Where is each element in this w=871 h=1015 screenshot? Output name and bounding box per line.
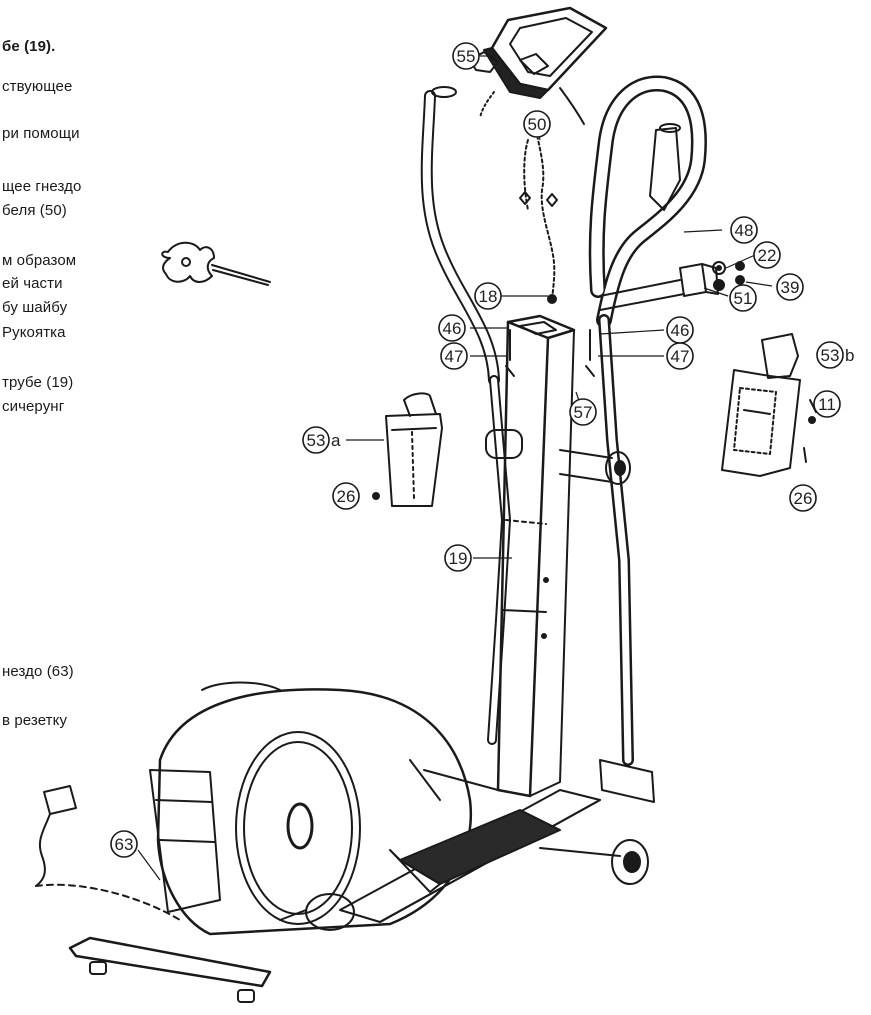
callout-circle <box>730 216 758 244</box>
callout-label: 63 <box>115 835 134 854</box>
callout-circle <box>302 426 330 454</box>
callout-53b: 53 b <box>816 341 854 369</box>
callout-label: 26 <box>337 487 356 506</box>
power-adapter <box>35 785 181 921</box>
callout-label: 22 <box>758 246 777 265</box>
right-moving-handlebar <box>588 75 707 766</box>
callout-46: 46 <box>438 314 466 342</box>
pivot-axle <box>485 429 631 485</box>
callout-label: 57 <box>574 403 593 422</box>
front-stabilizer <box>68 936 272 1003</box>
instruction-fragment: трубе (19) <box>2 374 74 391</box>
callout-label: 19 <box>449 549 468 568</box>
instruction-fragment: в резетку <box>2 712 68 729</box>
callout-circle <box>440 342 468 370</box>
callout-26: 26 <box>332 482 360 510</box>
callout-55: 55 <box>452 42 480 70</box>
console-part <box>469 6 608 125</box>
callout-circle <box>452 42 480 70</box>
instruction-fragment: сичерунг <box>2 398 65 415</box>
instruction-fragment: щее гнездо <box>2 178 82 195</box>
instruction-fragment: беля (50) <box>2 202 67 219</box>
callout-label: 48 <box>735 221 754 240</box>
callout-circle <box>816 341 844 369</box>
callout-11: 11 <box>813 390 841 418</box>
callout-label: 26 <box>794 489 813 508</box>
callout-circle <box>666 342 694 370</box>
callout-label: 39 <box>781 278 800 297</box>
base-rails <box>279 789 649 931</box>
flywheel-housing <box>149 681 473 936</box>
instruction-fragment: ри помощи <box>2 125 80 142</box>
callout-label: 18 <box>479 287 498 306</box>
callout-47: 47 <box>440 342 468 370</box>
callout-22: 22 <box>753 241 781 269</box>
callout-46: 46 <box>666 316 694 344</box>
instruction-fragment: бу шайбу <box>2 299 68 316</box>
callout-50: 50 <box>523 110 551 138</box>
callout-suffix: b <box>845 346 854 365</box>
instruction-fragment: нездо (63) <box>2 663 74 680</box>
right-cover-part <box>721 333 801 477</box>
callout-label: 53 <box>821 346 840 365</box>
callout-18: 18 <box>474 282 502 310</box>
callout-circle <box>474 282 502 310</box>
callout-63: 63 <box>110 830 138 858</box>
callout-label: 46 <box>443 319 462 338</box>
callout-19: 19 <box>444 544 472 572</box>
callout-57: 57 <box>569 398 597 426</box>
callout-label: 50 <box>528 115 547 134</box>
callout-circle <box>438 314 466 342</box>
callout-51: 51 <box>729 284 757 312</box>
left-cover-part <box>385 392 443 507</box>
callout-circle <box>523 110 551 138</box>
callout-label: 55 <box>457 47 476 66</box>
callout-53a: 53 a <box>302 426 341 454</box>
instruction-fragment: м образом <box>2 252 77 269</box>
callout-circle <box>569 398 597 426</box>
rear-support <box>423 759 655 803</box>
callout-label: 53 <box>307 431 326 450</box>
callout-label: 47 <box>445 347 464 366</box>
callout-48: 48 <box>730 216 758 244</box>
callout-label: 51 <box>734 289 753 308</box>
callout-circle <box>789 484 817 512</box>
instruction-fragment: Рукоятка <box>2 324 66 341</box>
callout-circle <box>332 482 360 510</box>
callout-39: 39 <box>776 273 804 301</box>
callout-26: 26 <box>789 484 817 512</box>
callout-circle <box>110 830 138 858</box>
callout-circle <box>753 241 781 269</box>
instruction-fragment: ей части <box>2 275 63 292</box>
callout-circle <box>776 273 804 301</box>
callout-circle <box>729 284 757 312</box>
callout-label: 46 <box>671 321 690 340</box>
mast-tube <box>496 314 576 798</box>
callout-suffix: a <box>331 431 341 450</box>
callout-circle <box>444 544 472 572</box>
wrench-tool-icon <box>161 241 271 286</box>
callout-label: 11 <box>818 395 836 414</box>
cable-part <box>519 129 558 301</box>
instruction-fragment: бе (19). <box>2 38 56 55</box>
callout-circle <box>813 390 841 418</box>
instruction-fragment: ствующее <box>2 78 73 95</box>
callout-47: 47 <box>666 342 694 370</box>
callout-label: 47 <box>671 347 690 366</box>
